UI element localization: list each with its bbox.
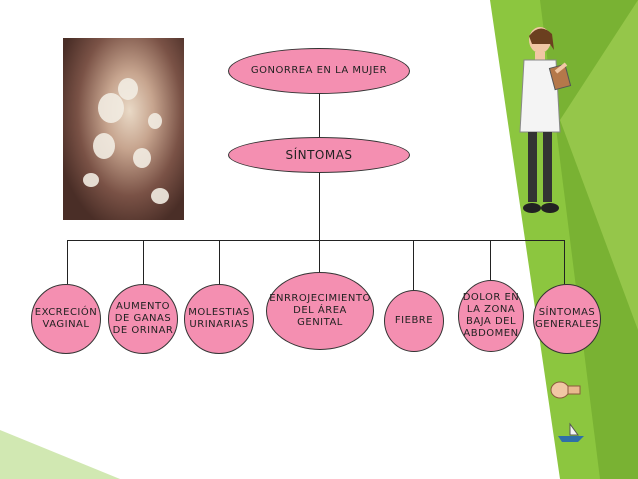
- symptom-label: AUMENTO DE GANAS DE ORINAR: [112, 301, 174, 336]
- connector-branch-6: [490, 240, 491, 280]
- title-node: GONORREA EN LA MUJER: [228, 48, 410, 94]
- symptom-label: DOLOR EN LA ZONA BAJA DEL ABDOMEN: [462, 292, 520, 339]
- connector-branch-1: [67, 240, 68, 284]
- symptom-label: MOLESTIAS URINARIAS: [188, 307, 250, 330]
- boat-icon: [558, 422, 584, 442]
- connector-horizontal: [67, 240, 564, 241]
- symptom-label: FIEBRE: [394, 315, 434, 326]
- connector-branch-7: [564, 240, 565, 284]
- sintomas-node: SÍNTOMAS: [228, 137, 410, 173]
- sintomas-text: SÍNTOMAS: [285, 148, 353, 162]
- connector-branch-3: [219, 240, 220, 284]
- symptom-label: ENRROJECIMIENTO DEL ÁREA GENITAL: [269, 293, 371, 328]
- connector-branch-4: [319, 240, 320, 272]
- connector-sintomas: [319, 172, 320, 240]
- medical-photo: [63, 38, 184, 220]
- symptom-node-7: SÍNTOMAS GENERALES: [533, 284, 601, 354]
- figure-icon: [550, 381, 581, 399]
- symptom-node-5: FIEBRE: [384, 290, 444, 352]
- doctor-clipart: [519, 27, 572, 213]
- symptom-node-6: DOLOR EN LA ZONA BAJA DEL ABDOMEN: [458, 280, 524, 352]
- symptom-node-4: ENRROJECIMIENTO DEL ÁREA GENITAL: [266, 272, 374, 350]
- symptom-label: SÍNTOMAS GENERALES: [535, 307, 599, 330]
- symptom-label: EXCRECIÓN VAGINAL: [34, 307, 98, 330]
- symptom-node-3: MOLESTIAS URINARIAS: [184, 284, 254, 354]
- title-text: GONORREA EN LA MUJER: [250, 65, 388, 76]
- connector-title: [319, 92, 320, 137]
- connector-branch-2: [143, 240, 144, 284]
- symptom-node-1: EXCRECIÓN VAGINAL: [31, 284, 101, 354]
- connector-branch-5: [413, 240, 414, 290]
- symptom-node-2: AUMENTO DE GANAS DE ORINAR: [108, 284, 178, 354]
